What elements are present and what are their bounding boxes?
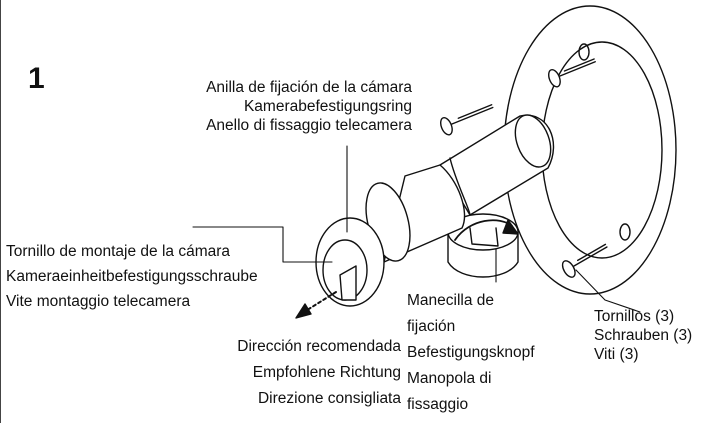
knob-label-it-1: Manopola di xyxy=(407,370,492,387)
knob-label-de: Befestigungsknopf xyxy=(407,344,535,361)
knob-label-es-1: Manecilla de xyxy=(407,292,495,309)
knob-label: Manecilla de fijación Befestigungsknopf … xyxy=(407,288,535,418)
ring-label-de: Kamerabefestigungsring xyxy=(243,98,412,115)
mounting-screws xyxy=(440,58,608,278)
screw-label-de: Kameraeinheitbefestigungsschraube xyxy=(6,268,258,285)
direction-label: Dirección recomendada Empfohlene Richtun… xyxy=(237,334,401,412)
screw-label: Tornillo de montaje de la cámara Kamerae… xyxy=(6,239,258,314)
direction-label-de: Empfohlene Richtung xyxy=(252,364,401,381)
page-edge-rule xyxy=(0,0,1,423)
ring-label-es: Anilla de fijación de la cámara xyxy=(206,79,412,96)
step-number: 1 xyxy=(28,62,45,95)
screw-label-es: Tornillo de montaje de la cámara xyxy=(6,243,231,260)
direction-arrow xyxy=(295,291,337,319)
camera-ring xyxy=(315,217,385,307)
mount-arm xyxy=(439,114,555,216)
screw-label-it: Vite montaggio telecamera xyxy=(6,293,191,310)
direction-label-es: Dirección recomendada xyxy=(237,338,401,355)
screws-label-it: Viti (3) xyxy=(594,346,639,363)
knob-label-es-2: fijación xyxy=(407,318,456,335)
knob-label-it-2: fissaggio xyxy=(407,396,469,413)
leader-lines xyxy=(192,145,641,313)
screws-label: Tornillos (3) Schrauben (3) Viti (3) xyxy=(594,307,692,364)
screws-label-de: Schrauben (3) xyxy=(594,327,693,344)
direction-label-it: Direzione consigliata xyxy=(257,390,401,407)
ring-label-it: Anello di fissaggio telecamera xyxy=(206,117,412,134)
ring-label: Anilla de fijación de la cámara Kamerabe… xyxy=(206,78,412,135)
fixing-knob xyxy=(447,213,519,278)
screws-label-es: Tornillos (3) xyxy=(594,308,675,325)
